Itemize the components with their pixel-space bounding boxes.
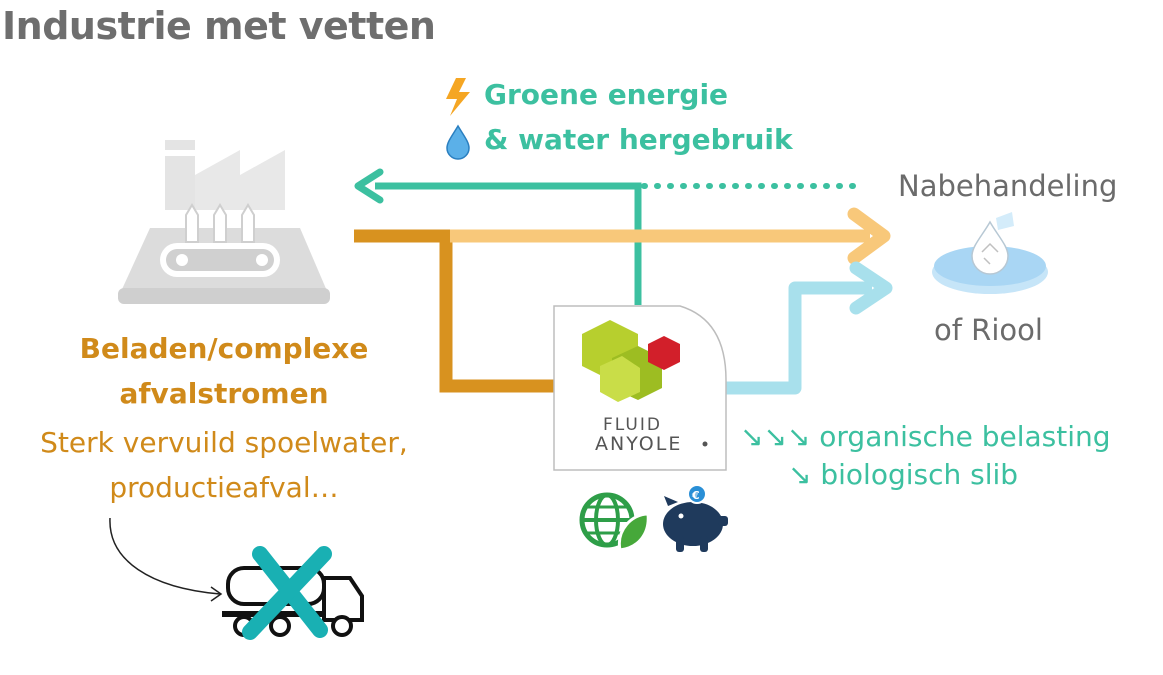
water-drop-icon xyxy=(446,124,470,160)
benefit-energy: Groene energie xyxy=(484,78,729,111)
post-treatment-label: Nabehandeling xyxy=(898,169,1118,203)
factory-icon xyxy=(118,140,330,304)
globe-leaf-icon xyxy=(579,492,650,552)
bypass-flow-arrow xyxy=(450,207,891,265)
fluid-anyole-logo: FLUID ANYOLE xyxy=(553,305,727,471)
waste-desc-line1: Sterk vervuild spoelwater, xyxy=(40,426,408,459)
reduction-organic: ↘↘↘ organische belasting xyxy=(740,420,1111,453)
piggy-bank-icon: € xyxy=(663,484,728,552)
recycle-water-icon xyxy=(932,212,1048,294)
page-title: Industrie met vetten xyxy=(2,4,436,48)
cross-icon xyxy=(242,546,332,640)
waste-desc-line2: productieafval… xyxy=(109,471,339,504)
svg-text:€: € xyxy=(691,489,700,502)
treated-water-arrow xyxy=(726,261,893,395)
sewer-label: of Riool xyxy=(934,313,1043,347)
waste-title-line2: afvalstromen xyxy=(119,377,329,410)
waste-input-flow xyxy=(354,229,556,393)
curved-arrow xyxy=(109,517,223,602)
logo-line2: ANYOLE xyxy=(595,433,682,455)
waste-title: Beladen/complexe afvalstromen xyxy=(20,326,428,416)
reduction-sludge: ↘ biologisch slib xyxy=(788,458,1019,491)
return-flow-arrow xyxy=(354,168,865,305)
waste-title-line1: Beladen/complexe xyxy=(79,332,369,365)
benefit-water: & water hergebruik xyxy=(484,123,793,156)
lightning-icon xyxy=(446,78,470,116)
logo-line1: FLUID xyxy=(603,415,662,435)
waste-description: Sterk vervuild spoelwater, productieafva… xyxy=(20,420,428,510)
